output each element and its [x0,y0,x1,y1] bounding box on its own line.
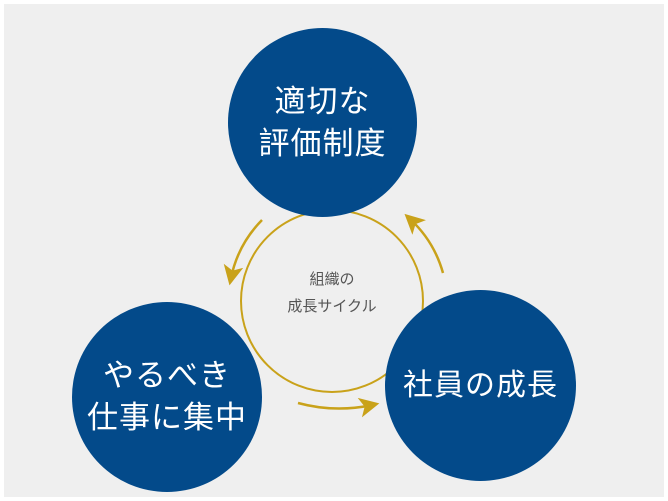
node-fair-evaluation-label: 適切な 評価制度 [259,81,387,165]
node-focus-work-line1: やるべき [103,358,231,394]
node-focus-work-label: やるべき 仕事に集中 [87,355,247,439]
node-fair-evaluation-line1: 適切な [274,83,371,120]
cycle-arrow-top-to-left [223,219,263,286]
node-employee-growth-line1: 社員の成長 [403,367,558,403]
cycle-center-line1: 組織の [309,270,355,288]
node-employee-growth-label: 社員の成長 [403,365,558,407]
node-focus-work: やるべき 仕事に集中 [72,302,262,492]
cycle-arrow-left-to-right [297,397,380,418]
node-employee-growth: 社員の成長 [385,290,576,481]
cycle-center-line2: 成長サイクル [287,297,377,315]
node-focus-work-line2: 仕事に集中 [87,400,247,436]
cycle-center-label: 組織の 成長サイクル [262,266,402,320]
node-fair-evaluation-line2: 評価制度 [258,125,387,162]
node-fair-evaluation: 適切な 評価制度 [228,28,417,217]
cycle-arrow-right-to-top [404,213,445,274]
